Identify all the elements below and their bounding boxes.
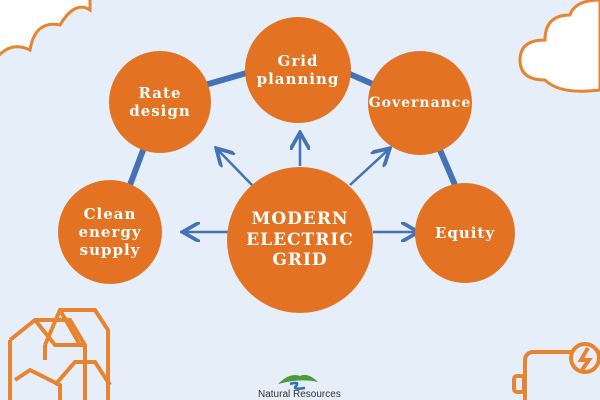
node-circle-grid-planning — [245, 17, 351, 123]
appliance-icon — [512, 342, 600, 400]
arrows — [185, 135, 416, 232]
node-label-equity: Equity — [434, 224, 496, 242]
node-circle-clean-energy-supply — [58, 180, 162, 284]
node-circle-governance — [368, 51, 472, 155]
node-circle-rate-design — [109, 51, 211, 153]
node-circle-equity — [415, 183, 515, 283]
logo-text: Natural Resources — [258, 389, 341, 400]
node-label-clean-energy-supply: Clean energy supply — [78, 205, 142, 259]
cloud-icon — [518, 0, 600, 93]
cloud-icon — [0, 0, 92, 57]
center-circle — [227, 167, 373, 313]
houses-icon — [8, 308, 112, 400]
node-label-grid-planning: Grid planning — [256, 52, 340, 88]
natural-resources-logo — [278, 374, 318, 390]
center-label: MODERN ELECTRIC GRID — [246, 209, 354, 271]
node-label-rate-design: Rate design — [129, 84, 191, 120]
node-label-governance: Governance — [368, 94, 472, 111]
